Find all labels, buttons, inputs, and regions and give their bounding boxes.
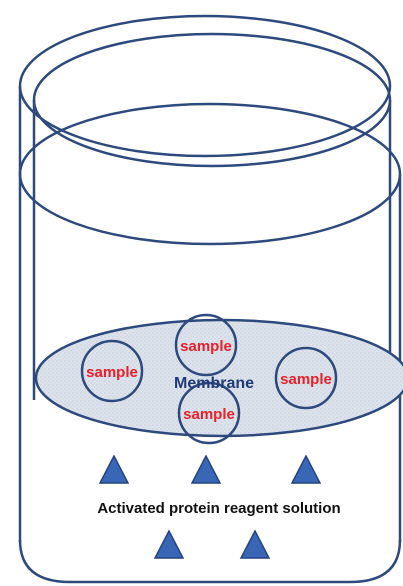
arrow-up-icon	[190, 454, 222, 484]
sample-well	[274, 346, 338, 410]
arrow-up-icon	[153, 529, 185, 559]
arrow-up-icon	[98, 454, 130, 484]
arrow-up-icon	[239, 529, 271, 559]
sample-label: sample	[280, 371, 332, 388]
sample-label: sample	[183, 406, 235, 423]
solution-label: Activated protein reagent solution	[97, 500, 340, 517]
sample-well	[174, 313, 238, 377]
sample-left: sample	[80, 339, 144, 403]
beaker-bottom	[18, 539, 402, 584]
beaker-inner-rim	[32, 32, 392, 168]
sample-right: sample	[274, 346, 338, 410]
arrow-up-icon	[290, 454, 322, 484]
sample-well	[80, 339, 144, 403]
beaker-outer-rim	[18, 14, 392, 158]
sample-well	[177, 381, 241, 445]
sample-bottom: sample	[177, 381, 241, 445]
membrane-label: Membrane	[174, 375, 254, 392]
sample-label: sample	[86, 364, 138, 381]
sample-top: sample	[174, 313, 238, 377]
sample-label: sample	[180, 338, 232, 355]
beaker-liquid-rim	[18, 102, 402, 246]
